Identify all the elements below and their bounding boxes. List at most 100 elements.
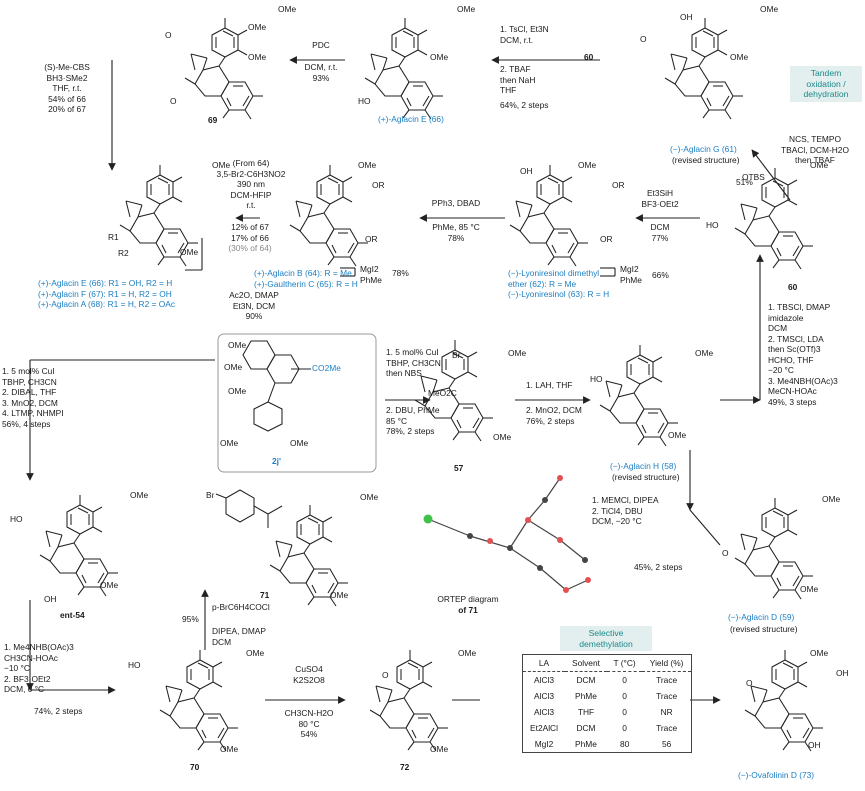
table-row: AlCl3 THF 0 NR	[523, 704, 692, 720]
compound-61-label: (−)-Aglacin G (61)	[670, 144, 737, 154]
atom-ome: OMe	[430, 744, 449, 754]
table-cell: THF	[577, 707, 595, 717]
atom-ome: OMe	[810, 160, 829, 170]
compound-58-note: (revised structure)	[612, 472, 680, 482]
table-cell: MgI2	[534, 739, 554, 749]
atom-ome: OMe	[330, 590, 349, 600]
table-cell: PhMe	[575, 691, 597, 701]
atom-ome: OMe	[810, 648, 829, 658]
table-cell: DCM	[576, 675, 596, 685]
atom-ome: OMe	[278, 4, 297, 14]
atom-ho: HO	[358, 96, 371, 106]
atom-ome: OMe	[180, 247, 199, 257]
atom-ome: OMe	[212, 160, 231, 170]
table-cell: PhMe	[575, 739, 597, 749]
lewis-acid-table: LA Solvent T (°C) Yield (%) AlCl3 DCM 0 …	[522, 654, 692, 753]
atom-ome: OMe	[220, 744, 239, 754]
reagent-pdc: PDC	[312, 40, 330, 50]
atom-ome: OMe	[508, 348, 527, 358]
atom-oh: OH	[836, 668, 849, 678]
compound-2j: 2j'	[272, 456, 281, 466]
ortep-diagram	[423, 475, 591, 593]
atom-meo2c: MeO2C	[428, 388, 457, 398]
atom-ome: OMe	[360, 492, 379, 502]
table-header-row: LA Solvent T (°C) Yield (%)	[522, 654, 692, 672]
atom-ome: OMe	[130, 490, 149, 500]
table-cell: 0	[622, 691, 627, 701]
structure-61	[664, 17, 744, 120]
compound-70: 70	[190, 762, 200, 772]
atom-ome: OMe	[493, 432, 512, 442]
compound-ent54: ent-54	[60, 610, 85, 620]
table-cell: 0	[622, 707, 627, 717]
structure-62-63	[509, 164, 589, 267]
atom-ome: OMe	[224, 362, 243, 372]
atom-ho: HO	[706, 220, 719, 230]
conditions-pdc: DCM, r.t.93%	[304, 62, 338, 83]
compound-59-label: (−)-Aglacin D (59)	[728, 612, 795, 622]
atom-ome: OMe	[246, 648, 265, 658]
atom-ome: OMe	[760, 4, 779, 14]
atom-ho: HO	[590, 374, 603, 384]
atom-ome: OMe	[695, 348, 714, 358]
frame-2j	[217, 333, 377, 473]
atom-ome: OMe	[248, 52, 267, 62]
conditions-pph3: PPh3, DBAD	[431, 198, 481, 208]
table-cell: 56	[661, 739, 672, 749]
compound-58-label: (−)-Aglacin H (58)	[610, 461, 677, 471]
structure-69	[184, 17, 264, 120]
compound-69: 69	[208, 115, 218, 125]
atom-r2: R2	[118, 248, 129, 258]
yield-mgi2-a: 78%	[392, 268, 409, 278]
col-header: LA	[522, 654, 566, 672]
atom-br: Br	[452, 350, 461, 360]
atom-or: OR	[600, 234, 613, 244]
compound-72: 72	[400, 762, 410, 772]
atom-ome: OMe	[220, 438, 239, 448]
table-cell: Trace	[656, 675, 678, 685]
atom-ho: HO	[10, 514, 23, 524]
atom-ome: OMe	[822, 494, 841, 504]
table-cell: Trace	[656, 723, 678, 733]
table-cell: 0	[622, 675, 627, 685]
atom-o: O	[722, 548, 729, 558]
table-cell: 80	[619, 739, 630, 749]
table-row: AlCl3 DCM 0 Trace	[523, 672, 692, 689]
table-cell: Et2AlCl	[530, 723, 558, 733]
co2me-label: CO2Me	[312, 363, 341, 373]
compound-59-note: (revised structure)	[730, 624, 798, 634]
yield-mgi2-b: 66%	[652, 270, 669, 280]
atom-o: O	[170, 96, 177, 106]
atom-oh: OH	[520, 166, 533, 176]
atom-oh: OH	[44, 594, 57, 604]
table-cell: AlCl3	[534, 707, 555, 717]
table-cell: 0	[622, 723, 627, 733]
yield-brbenz: 95%	[182, 614, 199, 624]
atom-ome: OMe	[458, 648, 477, 658]
atom-o: O	[746, 678, 753, 688]
atom-o: O	[165, 30, 172, 40]
